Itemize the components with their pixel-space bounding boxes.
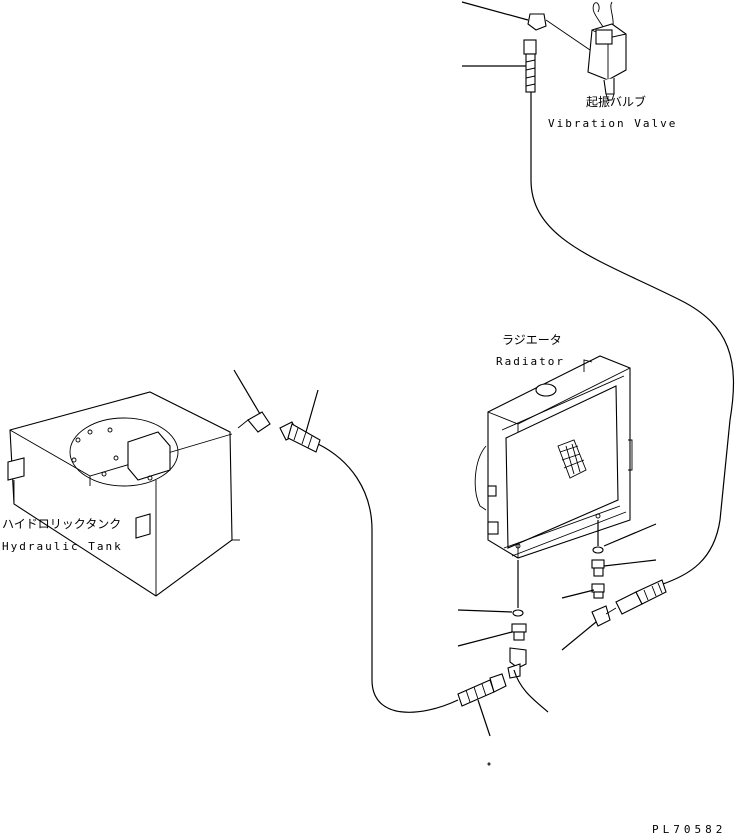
vibration-valve-label-en: Vibration Valve	[548, 117, 678, 130]
leader-line	[305, 389, 319, 433]
leader-line	[233, 369, 261, 415]
vibration-valve	[587, 1, 627, 101]
leader-line	[457, 609, 513, 613]
vibration-valve-label-jp: 起振バルブ	[586, 95, 647, 109]
leader-line	[561, 621, 597, 651]
elbow-right	[591, 605, 617, 627]
hydraulic-tank-label-en: Hydraulic Tank	[2, 540, 123, 553]
hose-line-tank	[317, 443, 459, 713]
elbow-left	[507, 647, 527, 679]
radiator	[474, 355, 633, 559]
hose-line-valve	[530, 92, 735, 586]
drawing-number: PL70582	[652, 823, 727, 836]
connector-left	[511, 623, 527, 641]
connector-right	[591, 559, 605, 577]
radiator-label-jp: ラジエータ	[502, 333, 562, 347]
o-ring-right	[592, 546, 604, 554]
hydraulic-tank-label-jp: ハイドロリックタンク	[2, 517, 122, 531]
connector-right-2	[591, 583, 605, 599]
leader-line	[461, 1, 529, 21]
leader-line	[477, 699, 491, 737]
o-ring-left	[512, 609, 524, 617]
tank-elbow-fitting	[237, 411, 271, 433]
hose-fitting-right	[615, 579, 667, 615]
leader-line	[603, 523, 657, 547]
hose-fitting-lower	[457, 673, 507, 707]
elbow-fitting-top	[527, 13, 591, 51]
radiator-label-en: Radiator	[496, 355, 565, 368]
leader-line	[603, 559, 657, 567]
leader-line	[457, 631, 513, 647]
hydraulic-tank	[7, 391, 240, 597]
tank-hose-fitting	[279, 421, 321, 453]
leader-line	[513, 669, 549, 713]
leader-line	[561, 589, 595, 599]
